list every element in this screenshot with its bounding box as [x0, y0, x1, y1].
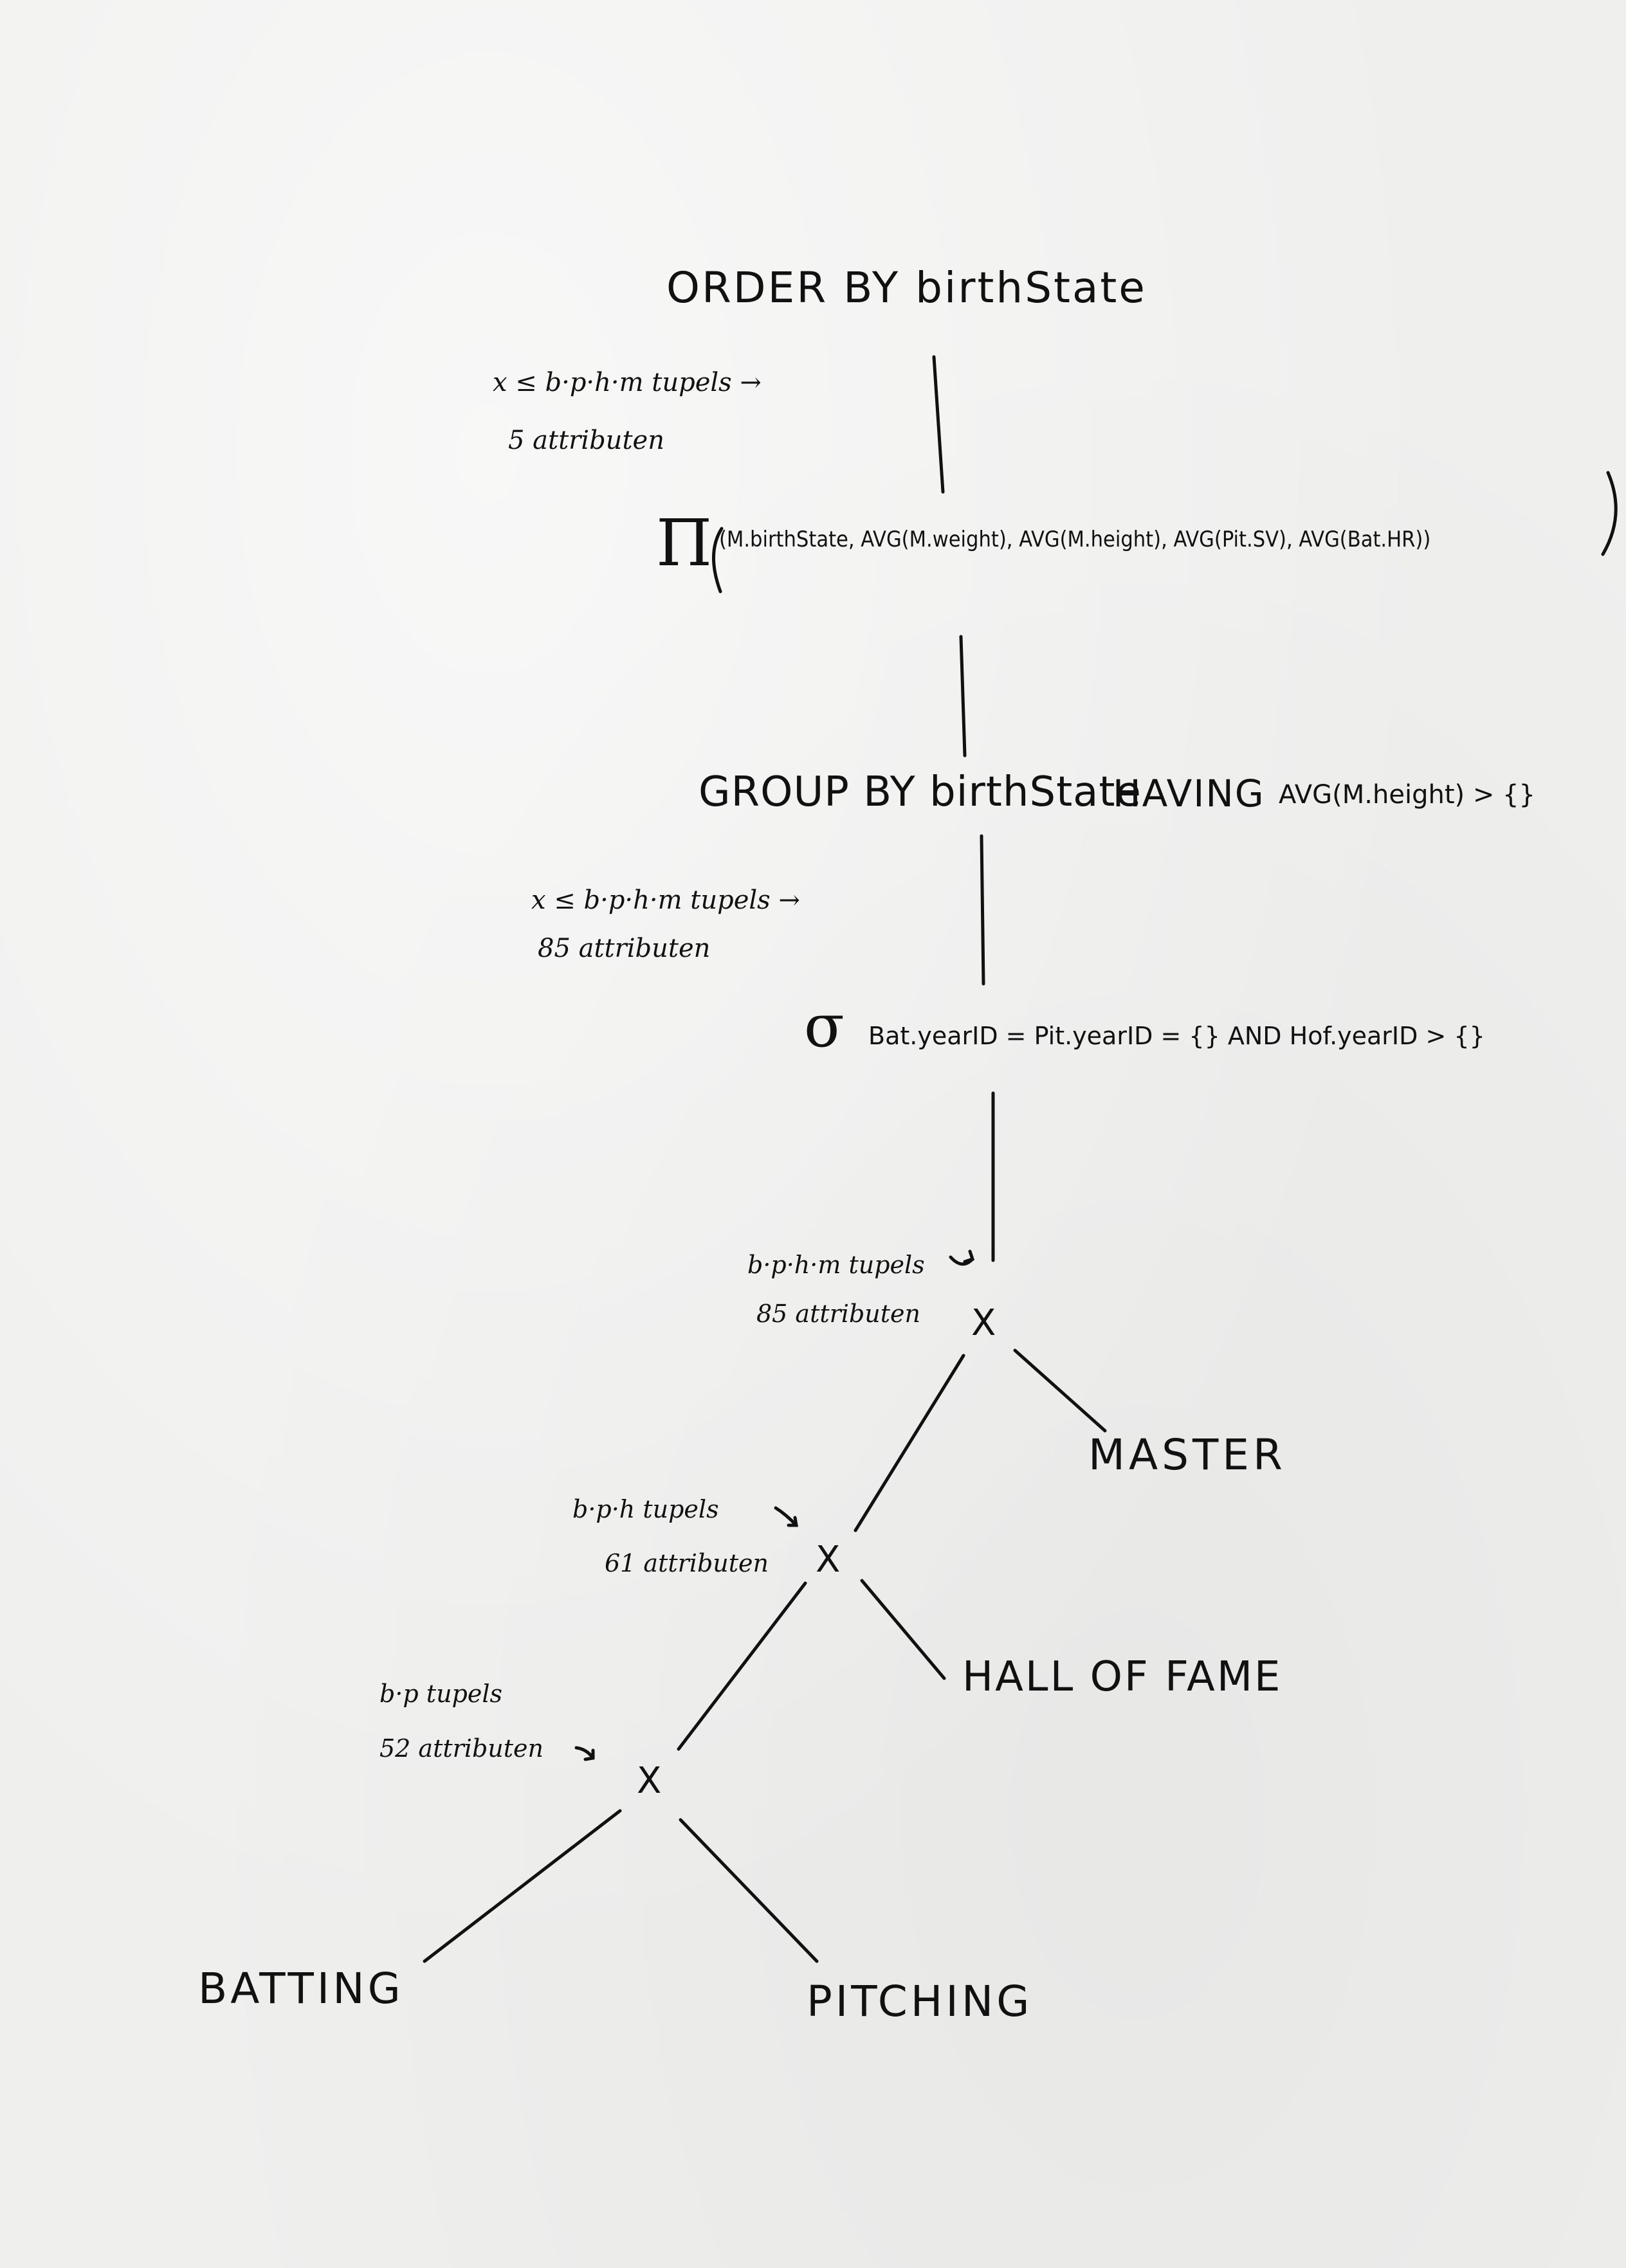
table-batting: BATTING — [198, 1964, 404, 2013]
edge-order-to-projection — [932, 355, 945, 494]
table-pitching: PITCHING — [807, 1977, 1033, 2026]
join-low-note-tuples: b·p tupels — [379, 1680, 503, 1708]
note-arrow-join-low — [574, 1746, 595, 1761]
projection-symbol: Π — [656, 505, 713, 581]
edge-join-top-to-join-mid — [854, 1354, 965, 1532]
group-by-label: GROUP BY birthState — [699, 768, 1142, 816]
edge-group-to-selection — [980, 834, 985, 986]
edge-join-low-to-pitching — [679, 1818, 819, 1963]
join-mid-symbol: X — [816, 1539, 841, 1581]
edge-join-mid-to-halloffame — [860, 1579, 946, 1680]
note-arrow-join-mid — [774, 1506, 798, 1527]
group-by-note-attributes: 85 attributen — [538, 934, 711, 963]
join-top-note-attributes: 85 attributen — [756, 1300, 920, 1328]
join-mid-note-tuples: b·p·h tupels — [572, 1495, 719, 1523]
edge-projection-to-group — [959, 635, 967, 758]
table-master: MASTER — [1088, 1430, 1286, 1480]
join-low-symbol: X — [637, 1760, 662, 1802]
projection-arguments: (M.birthState, AVG(M.weight), AVG(M.heig… — [719, 527, 1431, 552]
join-mid-note-attributes: 61 attributen — [605, 1549, 769, 1577]
order-by-note-tuples: x ≤ b·p·h·m tupels → — [493, 368, 762, 397]
edge-join-mid-to-join-low — [677, 1581, 807, 1751]
selection-condition: Bat.yearID = Pit.yearID = {} AND Hof.yea… — [868, 1022, 1485, 1050]
table-hall-of-fame: HALL OF FAME — [962, 1653, 1283, 1701]
order-by-note-attributes: 5 attributen — [508, 426, 664, 455]
projection-close-paren — [1601, 471, 1618, 556]
having-condition: AVG(M.height) > {} — [1279, 780, 1535, 810]
join-top-symbol: X — [971, 1302, 996, 1344]
edge-join-top-to-master — [1013, 1348, 1107, 1433]
order-by-label: ORDER BY birthState — [666, 263, 1147, 313]
edge-join-low-to-batting — [423, 1809, 622, 1963]
having-keyword: HAVING — [1113, 772, 1265, 815]
selection-symbol: σ — [804, 992, 845, 1060]
join-top-note-tuples: b·p·h·m tupels — [747, 1251, 925, 1279]
join-low-note-attributes: 52 attributen — [379, 1734, 544, 1763]
note-arrow-join-top — [949, 1249, 975, 1266]
projection-open-paren — [712, 527, 724, 594]
group-by-note-tuples: x ≤ b·p·h·m tupels → — [531, 885, 800, 915]
